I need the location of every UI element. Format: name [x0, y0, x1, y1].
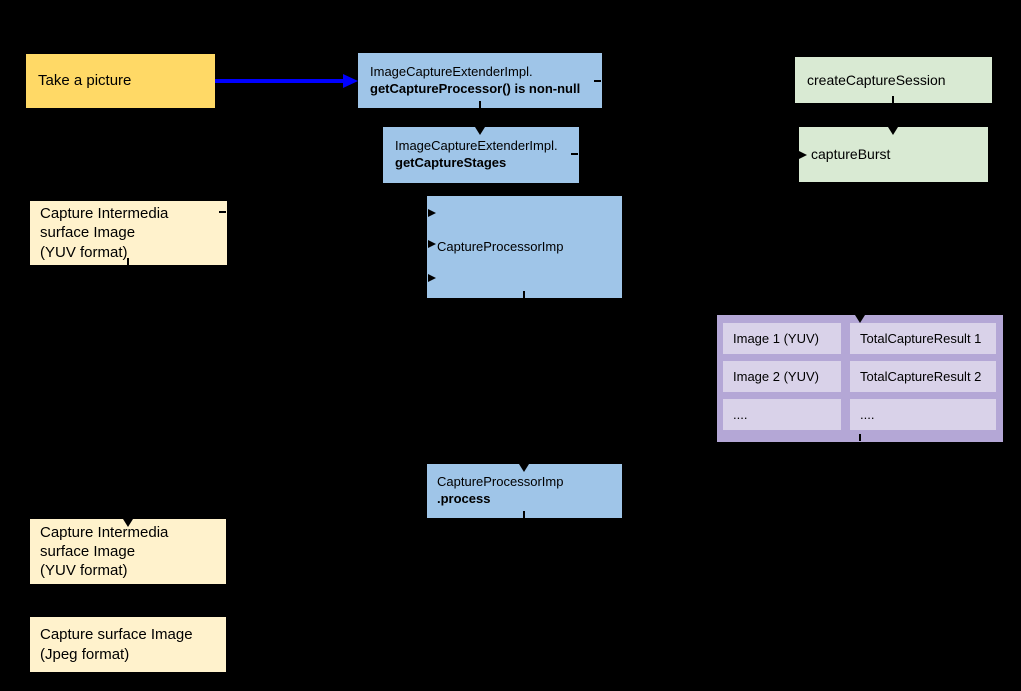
arrow-take-picture-to-processor-head [343, 74, 358, 88]
node-label: captureBurst [811, 146, 891, 163]
node-create-capture-session: createCaptureSession [795, 57, 992, 103]
node-label: CaptureProcessorImp [437, 238, 564, 254]
results-table-cell-result-2: TotalCaptureResult 2 [850, 361, 996, 392]
node-label: Capture surface Image [40, 626, 193, 644]
connector-stub [523, 291, 525, 298]
node-get-capture-processor: ImageCaptureExtenderImpl. getCaptureProc… [358, 53, 602, 108]
node-label: (Jpeg format) [40, 645, 130, 663]
node-get-capture-stages: ImageCaptureExtenderImpl. getCaptureStag… [383, 127, 579, 183]
results-table-cell-image-more: .... [723, 399, 841, 430]
node-capture-processor-imp: CaptureProcessorImp [427, 196, 622, 298]
connector-arrowhead [519, 464, 529, 472]
connector-stub [219, 211, 226, 213]
cell-label: TotalCaptureResult 2 [860, 369, 982, 384]
connector-stub [594, 80, 601, 82]
results-table-cell-result-more: .... [850, 399, 996, 430]
node-label: (YUV format) [40, 243, 128, 261]
node-label: surface Image [40, 542, 136, 560]
cell-label: .... [733, 407, 748, 422]
cell-label: Image 2 (YUV) [733, 369, 819, 384]
node-label-bold: getCaptureStages [395, 155, 507, 170]
arrow-take-picture-to-processor-line [215, 79, 345, 83]
connector-stub [523, 511, 525, 518]
node-take-a-picture: Take a picture [26, 54, 215, 108]
node-label: createCaptureSession [807, 71, 946, 88]
node-label: ImageCaptureExtenderImpl. [370, 63, 533, 79]
node-label: ImageCaptureExtenderImpl. [395, 138, 558, 154]
node-label: CaptureProcessorImp [437, 474, 564, 490]
node-capture-burst: captureBurst [799, 127, 988, 182]
results-table: Image 1 (YUV) TotalCaptureResult 1 Image… [717, 315, 1003, 442]
connector-stub [571, 153, 578, 155]
cell-label: TotalCaptureResult 1 [860, 331, 982, 346]
results-table-cell-image-1: Image 1 (YUV) [723, 323, 841, 354]
connector-stub [127, 258, 129, 265]
node-label: Capture Intermedia [40, 523, 169, 541]
node-label: Capture Intermedia [40, 205, 169, 223]
node-capture-processor-process: CaptureProcessorImp .process [427, 464, 622, 518]
results-table-cell-image-2: Image 2 (YUV) [723, 361, 841, 392]
node-label: surface Image [40, 224, 136, 242]
connector-arrowhead [855, 315, 865, 323]
connector-arrowhead [123, 519, 133, 527]
connector-arrowhead [428, 274, 436, 282]
connector-stub [859, 434, 861, 441]
connector-stub [479, 101, 481, 108]
node-label: (YUV format) [40, 562, 128, 580]
node-label-bold: getCaptureProcessor() is non-null [370, 80, 581, 96]
node-capture-surface-jpeg: Capture surface Image (Jpeg format) [30, 617, 226, 672]
node-capture-intermedia-surface-bottom: Capture Intermedia surface Image (YUV fo… [30, 519, 226, 584]
connector-stub [892, 96, 894, 103]
connector-arrowhead [475, 127, 485, 135]
cell-label: Image 1 (YUV) [733, 331, 819, 346]
node-label: Take a picture [38, 72, 132, 90]
connector-arrowhead [428, 209, 436, 217]
node-label-bold: .process [437, 491, 491, 506]
connector-arrowhead [888, 127, 898, 135]
node-capture-intermedia-surface-top: Capture Intermedia surface Image (YUV fo… [30, 201, 227, 265]
connector-arrowhead [799, 151, 807, 159]
cell-label: .... [860, 407, 875, 422]
results-table-cell-result-1: TotalCaptureResult 1 [850, 323, 996, 354]
connector-arrowhead [428, 240, 436, 248]
